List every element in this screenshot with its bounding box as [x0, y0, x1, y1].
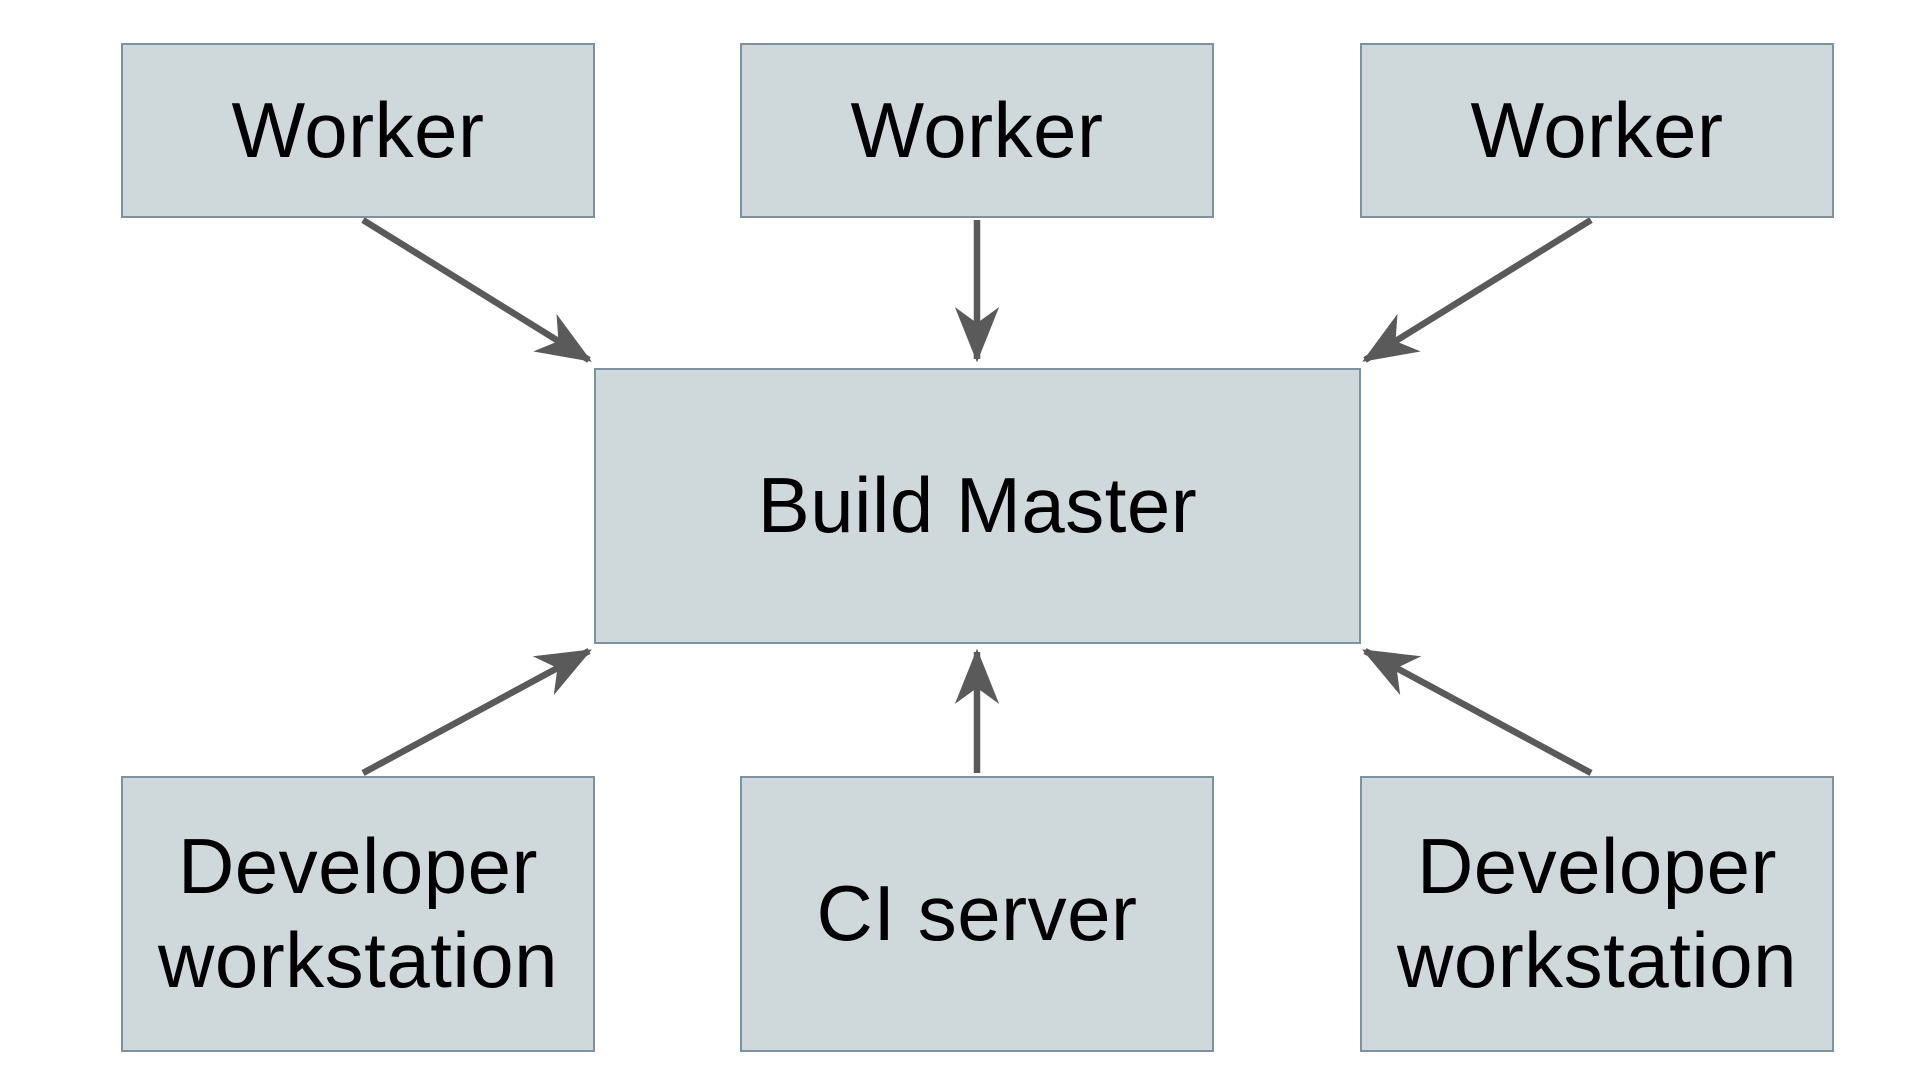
- node-worker-top-right-label: Worker: [1470, 85, 1724, 174]
- node-ci-server: CI server: [740, 776, 1214, 1052]
- arrow-worker-top-right-to-build-master: [1362, 217, 1593, 363]
- node-worker-top-right: Worker: [1360, 43, 1834, 218]
- arrow-worker-top-left-to-build-master: [361, 217, 592, 363]
- node-ci-server-label: CI server: [816, 869, 1138, 958]
- arrow-developer-workstation-right-to-build-master: [1362, 648, 1593, 776]
- node-build-master-label: Build Master: [757, 461, 1198, 550]
- node-build-master: Build Master: [594, 368, 1361, 644]
- arrow-developer-workstation-left-to-build-master: [361, 648, 592, 776]
- node-developer-workstation-right: Developer workstation: [1360, 776, 1834, 1052]
- node-developer-workstation-left-label: Developer workstation: [158, 822, 558, 1004]
- node-developer-workstation-right-label: Developer workstation: [1397, 822, 1797, 1004]
- node-worker-top-center: Worker: [740, 43, 1214, 218]
- node-worker-top-left-label: Worker: [231, 85, 485, 174]
- node-worker-top-left: Worker: [121, 43, 595, 218]
- node-developer-workstation-left: Developer workstation: [121, 776, 595, 1052]
- node-worker-top-center-label: Worker: [850, 85, 1104, 174]
